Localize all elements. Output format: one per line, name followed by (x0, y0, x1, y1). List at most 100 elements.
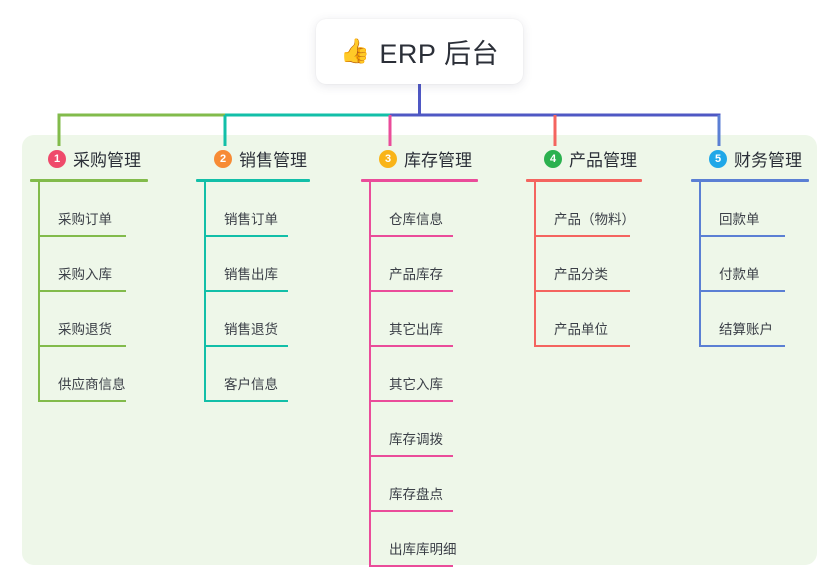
branch-column-1: 1 采购管理采购订单采购入库采购退货供应商信息 (30, 146, 148, 402)
leaf-underline (204, 345, 288, 347)
leaf-item[interactable]: 产品单位 (526, 292, 642, 347)
branch-items-5: 回款单付款单结算账户 (691, 182, 809, 347)
leaf-underline (369, 400, 453, 402)
branch-header-3[interactable]: 3 库存管理 (361, 146, 478, 171)
branch-items-2: 销售订单销售出库销售退货客户信息 (196, 182, 310, 402)
leaf-label: 采购入库 (58, 267, 112, 282)
root-node[interactable]: 👍 ERP 后台 (316, 19, 523, 84)
branch-number-badge: 4 (544, 149, 562, 168)
leaf-label: 采购退货 (58, 322, 112, 337)
leaf-label: 付款单 (719, 267, 760, 282)
branch-items-1: 采购订单采购入库采购退货供应商信息 (30, 182, 148, 402)
leaf-underline (204, 235, 288, 237)
leaf-item[interactable]: 其它入库 (361, 347, 478, 402)
branch-column-4: 4 产品管理产品（物料） 产品分类产品单位 (526, 146, 642, 347)
leaf-label: 仓库信息 (389, 212, 443, 227)
branch-title: 销售管理 (239, 151, 307, 170)
leaf-item[interactable]: 销售订单 (196, 182, 310, 237)
leaf-item[interactable]: 结算账户 (691, 292, 809, 347)
leaf-item[interactable]: 库存调拨 (361, 402, 478, 457)
leaf-item[interactable]: 库存盘点 (361, 457, 478, 512)
branch-header-4[interactable]: 4 产品管理 (526, 146, 642, 171)
leaf-label: 供应商信息 (58, 377, 126, 392)
branch-spine (369, 182, 371, 567)
leaf-label: 出库库明细 (389, 542, 457, 557)
branch-number-badge: 5 (709, 149, 727, 168)
leaf-item[interactable]: 销售退货 (196, 292, 310, 347)
leaf-item[interactable]: 采购入库 (30, 237, 148, 292)
branch-number-badge: 3 (379, 149, 397, 168)
leaf-label: 其它出库 (389, 322, 443, 337)
leaf-underline (38, 290, 126, 292)
branch-title: 采购管理 (73, 151, 141, 170)
branch-title: 库存管理 (404, 151, 472, 170)
branch-spine (699, 182, 701, 347)
leaf-underline (369, 565, 453, 567)
leaf-item[interactable]: 回款单 (691, 182, 809, 237)
root-title: ERP 后台 (379, 39, 499, 69)
branch-underline (691, 179, 809, 182)
leaf-label: 产品（物料） (554, 212, 635, 227)
leaf-underline (369, 290, 453, 292)
thumbs-up-icon: 👍 (340, 37, 371, 65)
leaf-label: 销售退货 (224, 322, 278, 337)
branches-panel (22, 135, 817, 565)
leaf-label: 库存盘点 (389, 487, 443, 502)
branch-underline (526, 179, 642, 182)
leaf-item[interactable]: 仓库信息 (361, 182, 478, 237)
branch-column-3: 3 库存管理仓库信息产品库存其它出库其它入库库存调拨库存盘点出库库明细 (361, 146, 478, 567)
branch-header-1[interactable]: 1 采购管理 (30, 146, 148, 171)
leaf-underline (38, 345, 126, 347)
leaf-item[interactable]: 出库库明细 (361, 512, 478, 567)
leaf-underline (369, 345, 453, 347)
leaf-item[interactable]: 采购订单 (30, 182, 148, 237)
leaf-label: 库存调拨 (389, 432, 443, 447)
leaf-item[interactable]: 采购退货 (30, 292, 148, 347)
leaf-underline (699, 345, 785, 347)
branch-items-3: 仓库信息产品库存其它出库其它入库库存调拨库存盘点出库库明细 (361, 182, 478, 567)
leaf-underline (38, 400, 126, 402)
leaf-label: 回款单 (719, 212, 760, 227)
leaf-item[interactable]: 付款单 (691, 237, 809, 292)
branch-underline (361, 179, 478, 182)
branch-spine (38, 182, 40, 402)
leaf-underline (534, 345, 630, 347)
leaf-label: 销售订单 (224, 212, 278, 227)
leaf-label: 客户信息 (224, 377, 278, 392)
leaf-underline (204, 400, 288, 402)
leaf-underline (369, 455, 453, 457)
branch-underline (30, 179, 148, 182)
branch-items-4: 产品（物料） 产品分类产品单位 (526, 182, 642, 347)
leaf-item[interactable]: 销售出库 (196, 237, 310, 292)
leaf-label: 销售出库 (224, 267, 278, 282)
leaf-label: 产品分类 (554, 267, 608, 282)
branch-title: 财务管理 (734, 151, 802, 170)
leaf-underline (204, 290, 288, 292)
branch-header-5[interactable]: 5 财务管理 (691, 146, 809, 171)
leaf-item[interactable]: 客户信息 (196, 347, 310, 402)
leaf-item[interactable]: 产品（物料） (526, 182, 642, 237)
branch-column-5: 5 财务管理回款单付款单结算账户 (691, 146, 809, 347)
root-title-wrap: 👍 ERP 后台 (340, 32, 499, 71)
leaf-label: 产品单位 (554, 322, 608, 337)
branch-underline (196, 179, 310, 182)
leaf-item[interactable]: 产品库存 (361, 237, 478, 292)
branch-title: 产品管理 (569, 151, 637, 170)
leaf-underline (38, 235, 126, 237)
leaf-underline (369, 235, 453, 237)
leaf-item[interactable]: 其它出库 (361, 292, 478, 347)
leaf-underline (534, 290, 630, 292)
leaf-label: 产品库存 (389, 267, 443, 282)
branch-spine (204, 182, 206, 402)
leaf-label: 结算账户 (719, 322, 773, 337)
leaf-label: 其它入库 (389, 377, 443, 392)
leaf-item[interactable]: 产品分类 (526, 237, 642, 292)
leaf-underline (369, 510, 453, 512)
leaf-underline (699, 290, 785, 292)
leaf-underline (534, 235, 630, 237)
branch-number-badge: 1 (48, 149, 66, 168)
leaf-label: 采购订单 (58, 212, 112, 227)
leaf-item[interactable]: 供应商信息 (30, 347, 148, 402)
